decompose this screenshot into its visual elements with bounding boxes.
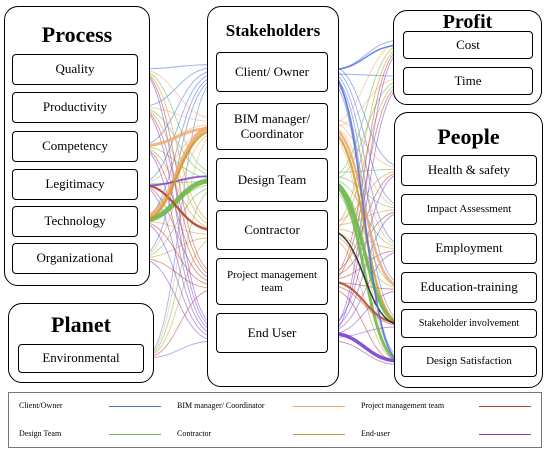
link-53 [327, 121, 402, 208]
link-22 [137, 106, 217, 226]
stakeholder-client-owner: Client/ Owner [216, 52, 328, 92]
process-item-legitimacy: Legitimacy [12, 169, 138, 200]
link-102 [327, 229, 402, 326]
legend-label-client-owner: Client/Owner [19, 401, 63, 410]
link-34 [143, 288, 217, 359]
link-95 [136, 128, 218, 225]
stakeholder-project-management-team: Project management team [216, 258, 328, 305]
legend-line-client-owner [109, 406, 161, 407]
stakeholder-contractor: Contractor [216, 210, 328, 250]
legend-line-design-team [109, 434, 161, 435]
legend-label-contractor: Contractor [177, 429, 212, 438]
profit-item-time: Time [403, 67, 533, 95]
link-75 [327, 83, 404, 284]
link-20 [143, 187, 217, 359]
people-item-impact-assessment: Impact Assessment [401, 194, 537, 225]
link-37 [137, 145, 217, 332]
planet-item-environmental: Environmental [18, 344, 144, 373]
link-54 [327, 124, 402, 247]
people-item-health-safety: Health & safety [401, 155, 537, 186]
process-item-quality: Quality [12, 54, 138, 85]
link-36 [137, 106, 217, 329]
link-98 [326, 124, 403, 289]
planet-title: Planet [51, 312, 111, 337]
link-38 [137, 183, 217, 335]
profit-item-cost: Cost [403, 31, 533, 59]
link-73 [327, 237, 402, 363]
link-103 [327, 71, 402, 362]
link-86 [327, 251, 402, 332]
legend-line-contractor [293, 434, 345, 435]
process-item-productivity: Productivity [12, 92, 138, 123]
link-45 [327, 67, 402, 206]
link-96 [326, 178, 403, 325]
link-99 [326, 128, 403, 325]
process-item-technology: Technology [12, 206, 138, 237]
legend-line-end-user [479, 434, 531, 435]
link-3 [137, 73, 217, 185]
legend: Client/Owner BIM manager/ Coordinator Pr… [8, 392, 542, 448]
legend-line-bim-manager [293, 406, 345, 407]
stakeholder-bim-manager: BIM manager/ Coordinator [216, 103, 328, 150]
people-item-employment: Employment [401, 233, 537, 264]
people-item-design-satisfaction: Design Satisfaction [401, 346, 537, 377]
link-46 [327, 70, 402, 245]
legend-label-project-management-team: Project management team [361, 401, 445, 410]
process-item-competency: Competency [12, 131, 138, 162]
link-30 [137, 145, 217, 280]
process-title: Process [41, 22, 113, 47]
legend-label-bim-manager: BIM manager/ Coordinator [177, 401, 265, 410]
legend-label-design-team: Design Team [19, 429, 62, 438]
people-item-stakeholder-involvement: Stakeholder involvement [401, 309, 537, 338]
link-43 [327, 73, 404, 77]
process-item-organizational: Organizational [12, 243, 138, 274]
legend-label-end-user: End-user [361, 429, 390, 438]
link-67 [327, 81, 404, 233]
stakeholder-design-team: Design Team [216, 158, 328, 202]
link-59 [327, 79, 404, 183]
people-item-education-training: Education-training [401, 272, 537, 303]
profit-title: Profit [442, 11, 493, 33]
link-97 [326, 180, 403, 363]
legend-line-project-management-team [479, 406, 531, 407]
link-21 [137, 68, 217, 223]
link-14 [137, 68, 217, 173]
link-51 [327, 77, 404, 129]
link-27 [143, 237, 217, 359]
people-title: People [437, 124, 500, 149]
link-31 [137, 183, 217, 283]
stakeholder-end-user: End User [216, 313, 328, 353]
link-39 [137, 220, 217, 338]
link-29 [137, 106, 217, 277]
stakeholders-title: Stakeholders [225, 21, 321, 40]
